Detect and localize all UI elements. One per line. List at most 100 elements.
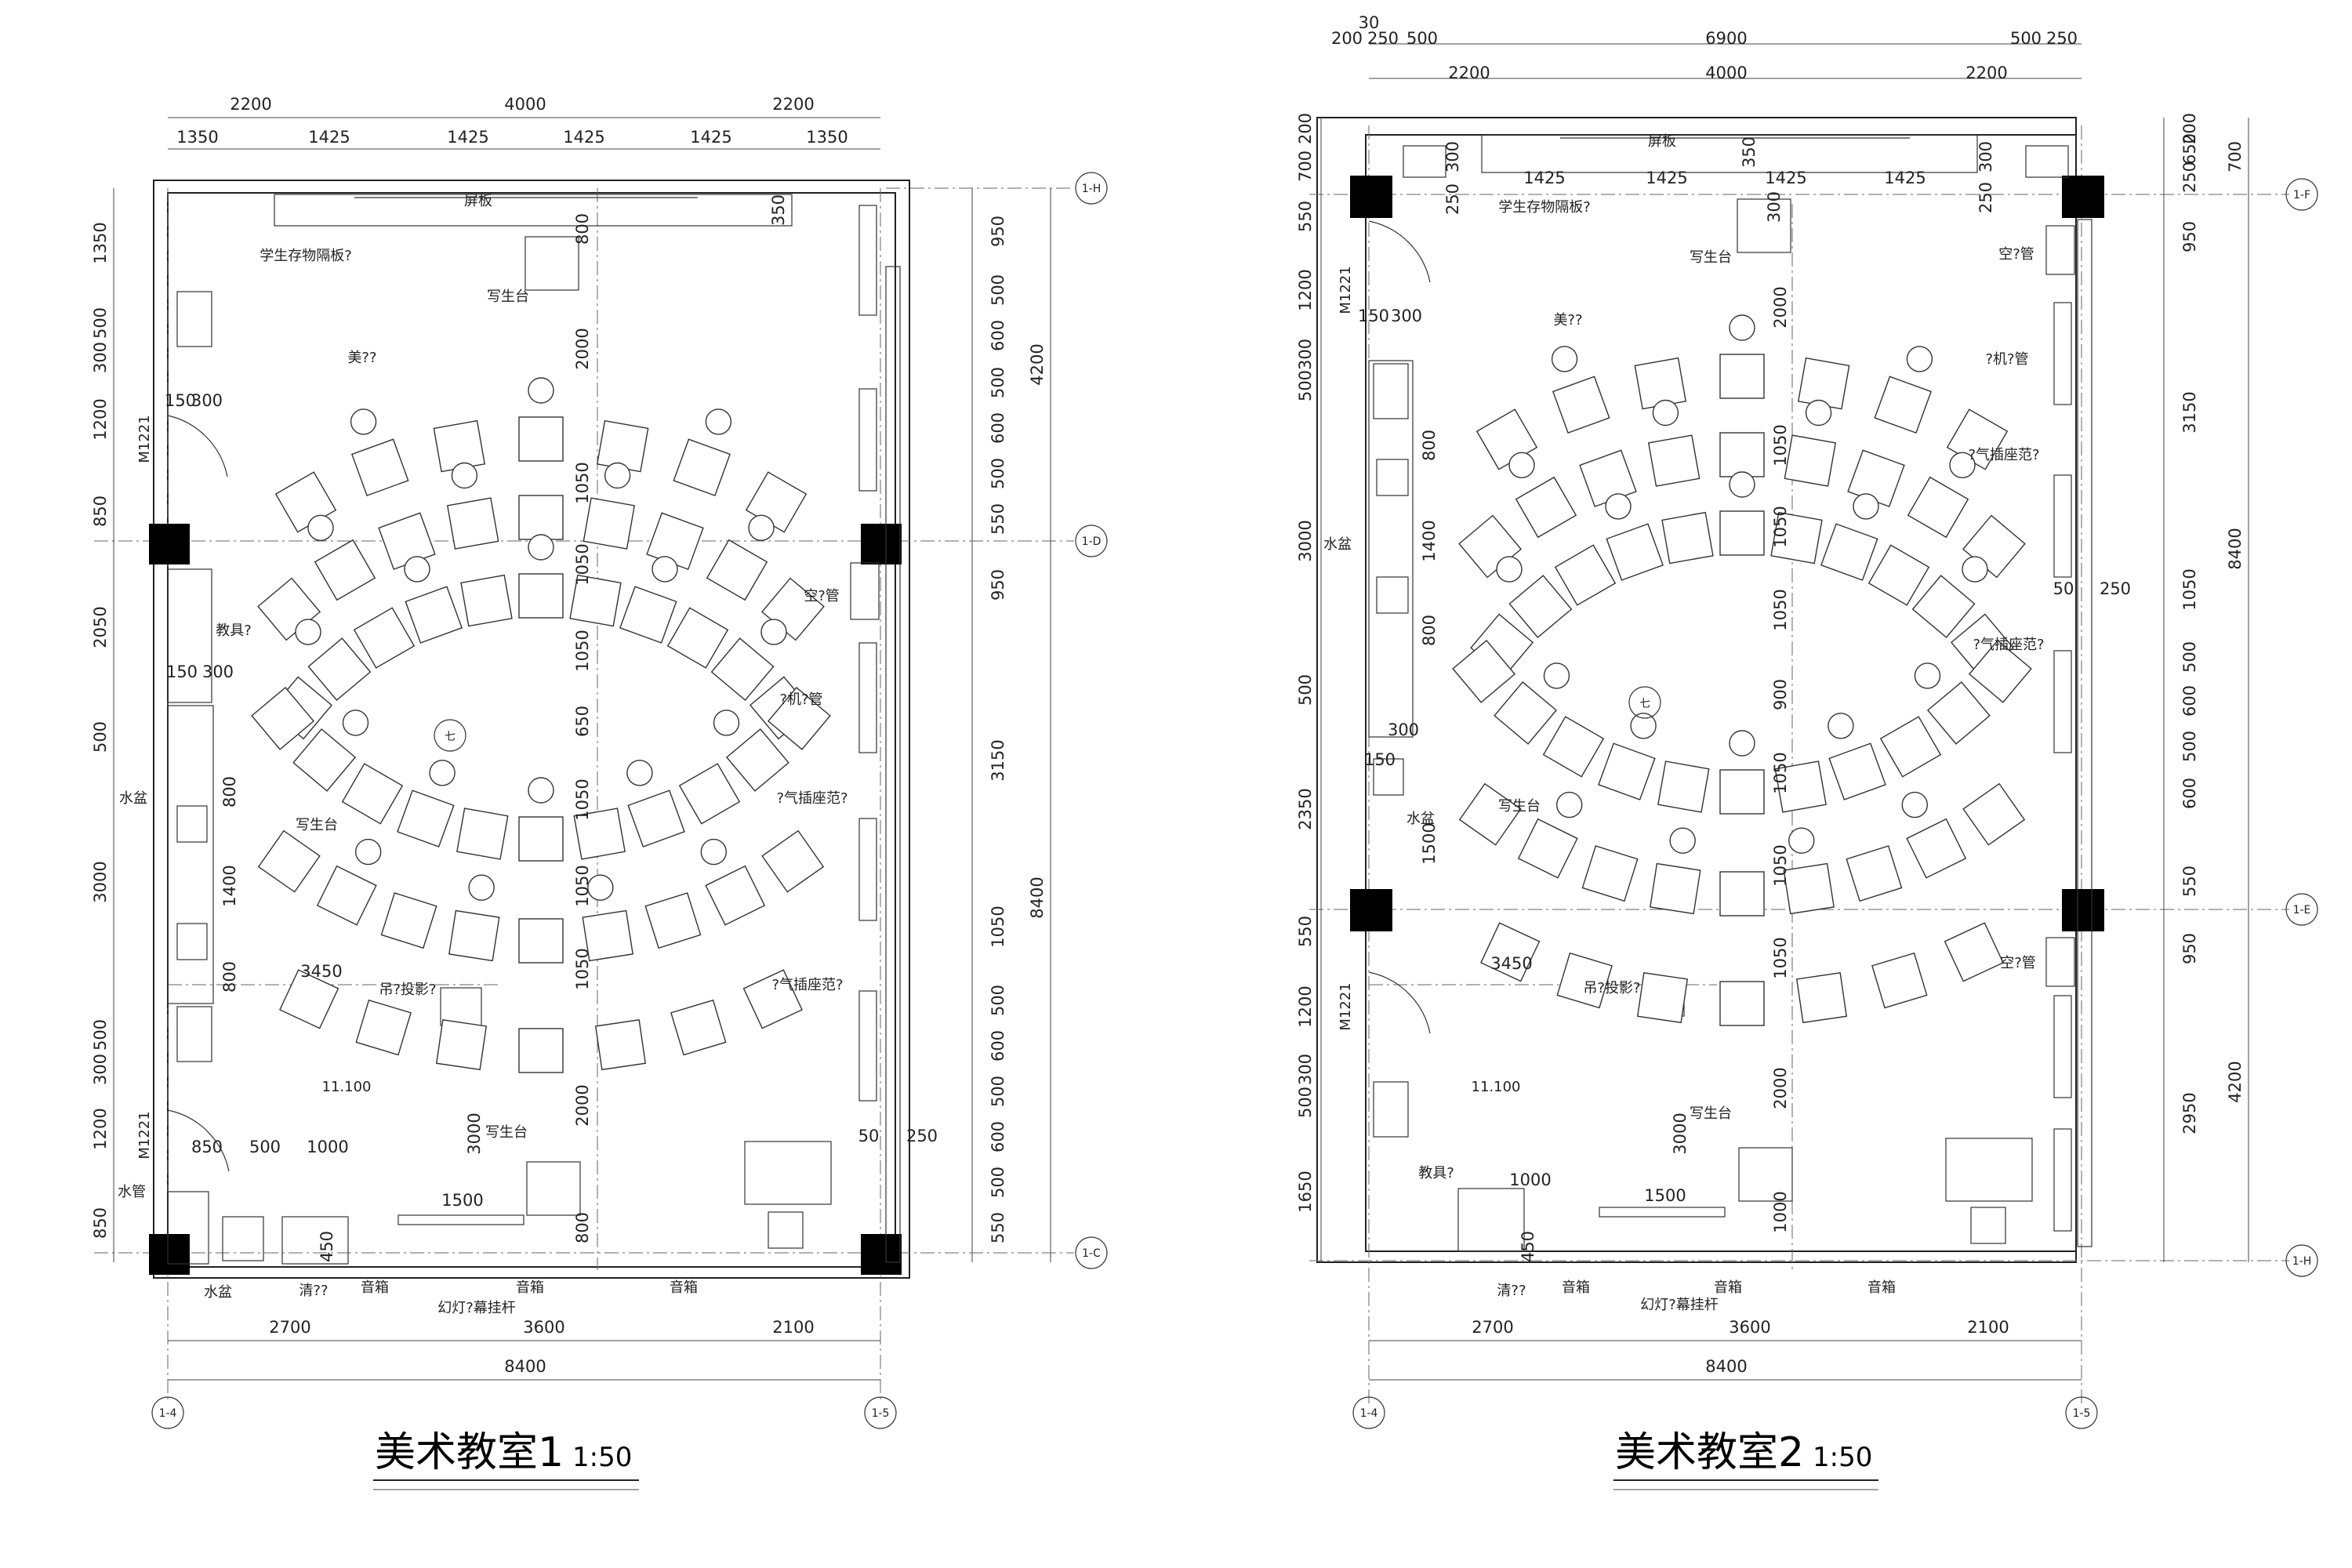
stool [528,534,554,561]
plan1-dim-text: 8400 [1028,877,1047,918]
plan1-dim-text: 1425 [690,128,731,147]
stool [1788,827,1815,854]
stool [1914,662,1941,689]
plan2-dim-text: 950 [2180,221,2199,252]
easel-desk [1770,511,1823,564]
plan2-dim-text: 1050 [1771,844,1790,886]
plan2-right-cabinet [2053,302,2072,405]
stool [713,710,740,736]
plan2-axis-bubble [2285,178,2318,211]
plan1-dim-text: 300 [91,1054,110,1085]
plan2-dim-text: 1650 [1296,1171,1315,1212]
plan1-dim-text: 1425 [447,128,488,147]
plan2-axis-bubble [2065,1396,2098,1429]
easel-desk [1828,742,1886,800]
plan2-dim-text: 3000 [1671,1112,1690,1154]
plan2-column [2062,889,2104,931]
plan2-sketch-table-bottom [1738,1147,1793,1202]
plan1-dim-text: 800 [220,961,239,993]
plan1-axis-bubble [1075,1236,1108,1269]
plan2-title: 美术教室2 [1615,1429,1804,1476]
plan1-label: 幻灯?幕挂杆 [437,1300,516,1316]
plan2-label: 写生台 [1498,798,1541,815]
plan1-label: 水盆 [204,1284,232,1301]
plan2-dim-text: 2350 [1296,788,1315,829]
plan2-dim-text: 1400 [1420,520,1439,561]
easel-desk [1515,476,1577,539]
easel-desk [316,865,377,926]
easel-desk [1795,972,1848,1024]
easel-desk [1650,862,1701,915]
stool [1962,556,1988,583]
plan2-right-cabinet [2053,474,2072,578]
easel-desk [446,497,499,550]
stool [1949,452,1976,478]
plan1-dim-text: 3000 [91,861,110,902]
plan2-dim-text: 2700 [1472,1318,1513,1337]
plan2-dim-text: 1000 [1771,1191,1790,1232]
plan1-seating-group [251,377,831,1073]
plan2-dim-text: 500 [2010,29,2042,48]
easel-desk [1657,760,1710,813]
plan1-dim-text: 2200 [230,95,271,114]
plan2-label: 11.100 [1472,1079,1521,1095]
plan2-dim-text: 1000 [1509,1171,1551,1189]
plan1-outer-wall [153,180,910,1279]
plan1-dim-text: 250 [906,1127,938,1145]
plan1-dim-text: 50 [858,1127,880,1145]
easel-desk [1719,981,1765,1026]
plan2-dim-text: 4000 [1705,64,1747,82]
plan1-dim-text: 550 [989,1212,1007,1243]
easel-desk [460,574,513,627]
easel-desk [1542,716,1605,778]
plan1-axis-bubble [1075,524,1108,557]
plan2-column [1350,889,1392,931]
plan2-dim-text: 250 [1367,29,1399,48]
plan1-dim-text: 3450 [300,962,342,981]
plan1-label: 写生台 [296,817,338,833]
plan1-right-cabinet [858,990,877,1102]
plan2-label: 写生台 [1690,249,1732,266]
easel-desk [1581,845,1639,902]
easel-desk [355,999,412,1056]
plan2-dim-text: 8400 [2226,528,2245,569]
easel-desk [1517,818,1578,879]
plan2-dim-text: 250 [1976,182,1995,213]
plan2-dim-text: 300 [1765,191,1784,223]
plan1-dim-text: 1500 [441,1191,483,1210]
stool [295,619,321,645]
plan2-display-board [1481,134,1978,173]
plan1-dim-text: 800 [573,1212,592,1243]
plan2-dim-text: 550 [2180,866,2199,897]
plan2-dim-text: 1050 [1771,424,1790,466]
plan1-dim-text: 850 [191,1138,223,1156]
plan2-corner-sink [1403,145,1446,178]
plan1-column [861,524,902,564]
easel-desk [1636,972,1689,1024]
plan1-dim-text: 2000 [573,1084,592,1126]
plan1-dim-text: 2000 [573,328,592,369]
easel-desk [1598,742,1656,800]
stool [1652,399,1679,426]
plan2-dim-text: 2200 [1448,64,1490,82]
plan1-dim-text: 4200 [1028,343,1047,385]
plan1-label: 学生存物隔板? [260,248,352,264]
easel-desk [448,909,500,962]
plan2-sink [1376,459,1409,496]
plan2-label: 屏板 [1648,133,1676,150]
plan1-label: 教具? [216,622,252,639]
stool [1729,730,1755,757]
plan2-dim-text: 1425 [1646,169,1687,187]
plan2-dim-text: 300 [1296,339,1315,370]
easel-desk [1926,681,1991,745]
plan2-dim-text: 300 [1296,1054,1315,1085]
stool [604,462,631,489]
easel-desk [1554,544,1617,606]
easel-desk [619,586,677,644]
plan1-dim-text: 500 [989,274,1007,306]
plan2-label: 教具? [1418,1165,1454,1181]
plan1-dim-text: 350 [769,194,788,226]
easel-desk [1911,575,1976,639]
plan1-dim-text: 850 [91,495,110,527]
